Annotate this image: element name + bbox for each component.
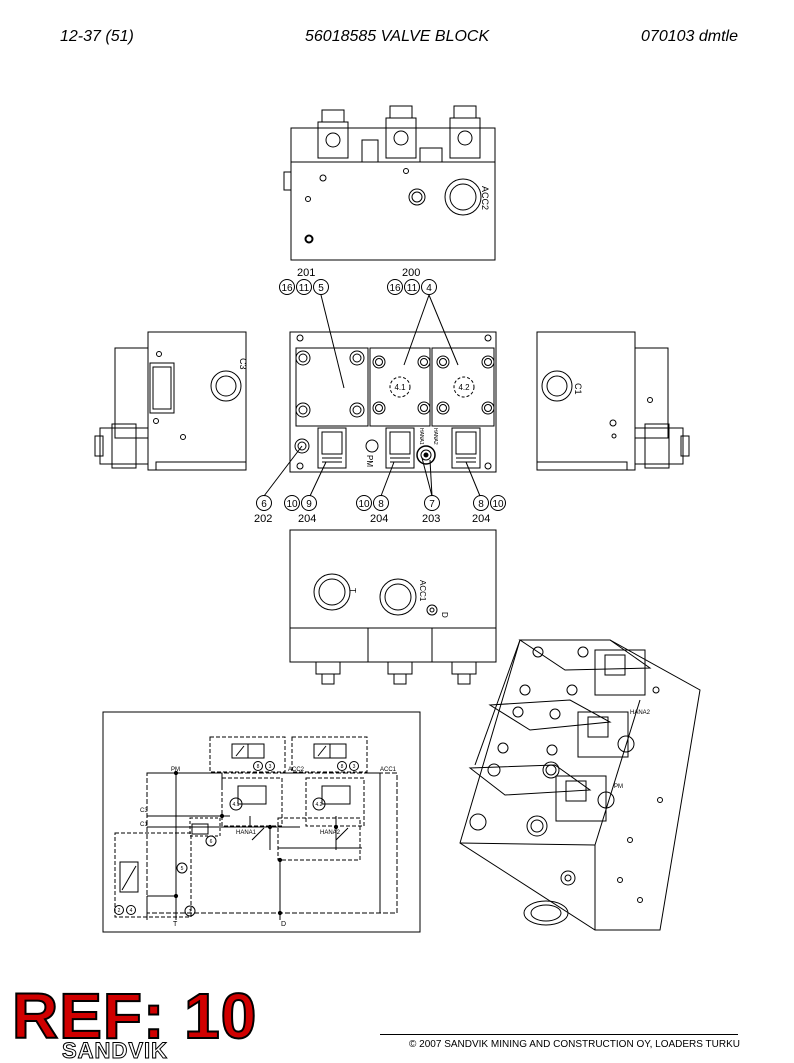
schematic-item-5: 5 xyxy=(181,866,184,872)
iso-pm-label: PM xyxy=(614,784,623,790)
callout-7: 7 xyxy=(429,499,435,510)
cartridge-label-4-2: 4.2 xyxy=(458,383,470,392)
c1-port-label: C1 xyxy=(573,383,583,395)
callout-10: 10 xyxy=(286,499,298,510)
copyright-notice: © 2007 SANDVIK MINING AND CONSTRUCTION O… xyxy=(409,1039,740,1050)
hana1-port-label: HANA1 xyxy=(418,428,424,445)
schematic-item-6: 6 xyxy=(210,839,213,845)
right-view xyxy=(536,331,690,471)
schematic-item-3: 3 xyxy=(269,764,272,770)
callout-ref-200: 200 xyxy=(402,267,420,279)
top-view xyxy=(283,105,496,261)
schematic-c3: C3 xyxy=(140,808,148,814)
ref-203: 203 xyxy=(422,513,440,525)
front-view xyxy=(289,331,497,473)
ref-204: 204 xyxy=(298,513,316,525)
schematic-hana1: HANA1 xyxy=(236,830,257,836)
callout-8: 8 xyxy=(478,499,484,510)
ref-202: 202 xyxy=(254,513,272,525)
hana2-port-label: HANA2 xyxy=(432,428,438,445)
callout-6: 6 xyxy=(261,499,267,510)
callout-10: 10 xyxy=(492,499,504,510)
schematic-hana2: HANA2 xyxy=(320,830,341,836)
acc2-port-label: ACC2 xyxy=(480,186,490,210)
schematic-d: D xyxy=(281,921,286,928)
page-reference: 12-37 (51) xyxy=(60,28,134,45)
bottom-view xyxy=(289,529,497,685)
t-port-label: T xyxy=(348,588,357,593)
acc1-port-label: ACC1 xyxy=(418,580,427,602)
schematic-valve-4-2: 4.2 xyxy=(316,802,323,808)
schematic-acc2: ACC2 xyxy=(288,767,305,773)
schematic-valve-4-1: 4.1 xyxy=(233,802,240,808)
schematic-item-4: 4 xyxy=(130,908,133,914)
hydraulic-schematic xyxy=(102,711,421,933)
pm-port-label: PM xyxy=(365,455,374,467)
ref-204: 204 xyxy=(370,513,388,525)
isometric-view xyxy=(459,639,701,931)
schematic-c1: C1 xyxy=(140,822,148,828)
callout-16: 16 xyxy=(281,283,293,294)
schematic-item-2: 2 xyxy=(118,908,121,914)
schematic-item-3: 3 xyxy=(353,764,356,770)
ref-204: 204 xyxy=(472,513,490,525)
callout-ref-201: 201 xyxy=(297,267,315,279)
document-code: 070103 dmtle xyxy=(641,28,738,45)
callout-11: 11 xyxy=(299,283,310,294)
schematic-t: T xyxy=(173,921,178,928)
schematic-item-8: 8 xyxy=(257,764,260,770)
schematic-item-8: 8 xyxy=(341,764,344,770)
footer-rule xyxy=(380,1034,738,1035)
callout-9: 9 xyxy=(306,499,312,510)
schematic-acc1: ACC1 xyxy=(380,767,397,773)
c3-port-label: C3 xyxy=(238,358,248,370)
callout-8: 8 xyxy=(378,499,384,510)
schematic-pm: PM xyxy=(171,767,180,773)
callout-4: 4 xyxy=(426,283,432,294)
callout-16: 16 xyxy=(389,283,401,294)
d-port-label: D xyxy=(440,612,449,618)
left-view xyxy=(94,331,247,471)
callout-11: 11 xyxy=(407,283,418,294)
schematic-item-1: 1 xyxy=(189,909,192,915)
callout-10: 10 xyxy=(358,499,370,510)
ref-stamp: REF: 10 xyxy=(11,980,258,1052)
callout-5: 5 xyxy=(318,283,324,294)
cartridge-label-4-1: 4.1 xyxy=(394,383,406,392)
iso-hana2-label: HANA2 xyxy=(630,710,651,716)
drawing-title: 56018585 VALVE BLOCK xyxy=(305,28,490,45)
